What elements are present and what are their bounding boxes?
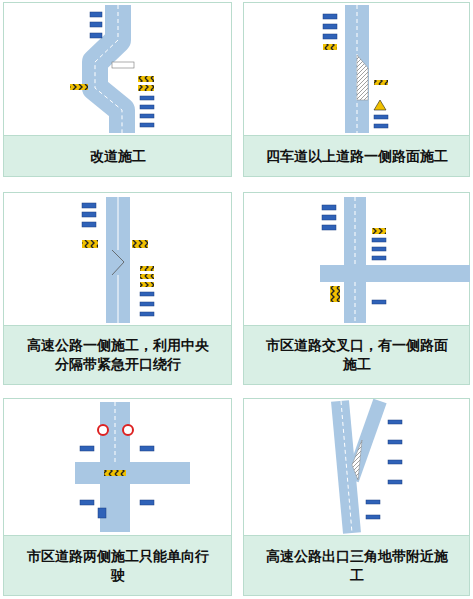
caption-text: 四车道以上道路一侧路面施工 <box>266 147 448 166</box>
caption-text: 高速公路一侧施工，利用中央分隔带紧急开口绕行 <box>23 336 213 374</box>
lane-closure-illustration <box>323 5 388 133</box>
detour-illustration <box>70 5 154 133</box>
caption-text: 市区道路交叉口，有一侧路面施工 <box>262 336 452 374</box>
caption-text: 改道施工 <box>90 147 146 166</box>
one-way-illustration <box>75 402 190 532</box>
exit-gore-illustration <box>340 401 402 533</box>
caption-text: 市区道路两侧施工只能单向行驶 <box>23 547 213 585</box>
caption-band: 四车道以上道路一侧路面施工 <box>244 135 469 176</box>
panel-frames <box>4 3 470 596</box>
caption-band: 高速公路一侧施工，利用中央分隔带紧急开口绕行 <box>4 325 231 384</box>
caption-band: 市区道路两侧施工只能单向行驶 <box>4 535 231 595</box>
caption-band: 高速公路出口三角地带附近施工 <box>244 535 469 595</box>
intersection-illustration <box>320 197 470 323</box>
caption-band: 市区道路交叉口，有一侧路面施工 <box>244 325 469 384</box>
caption-text: 高速公路出口三角地带附近施工 <box>262 547 452 585</box>
median-detour-illustration <box>82 197 154 323</box>
caption-band: 改道施工 <box>4 135 231 176</box>
